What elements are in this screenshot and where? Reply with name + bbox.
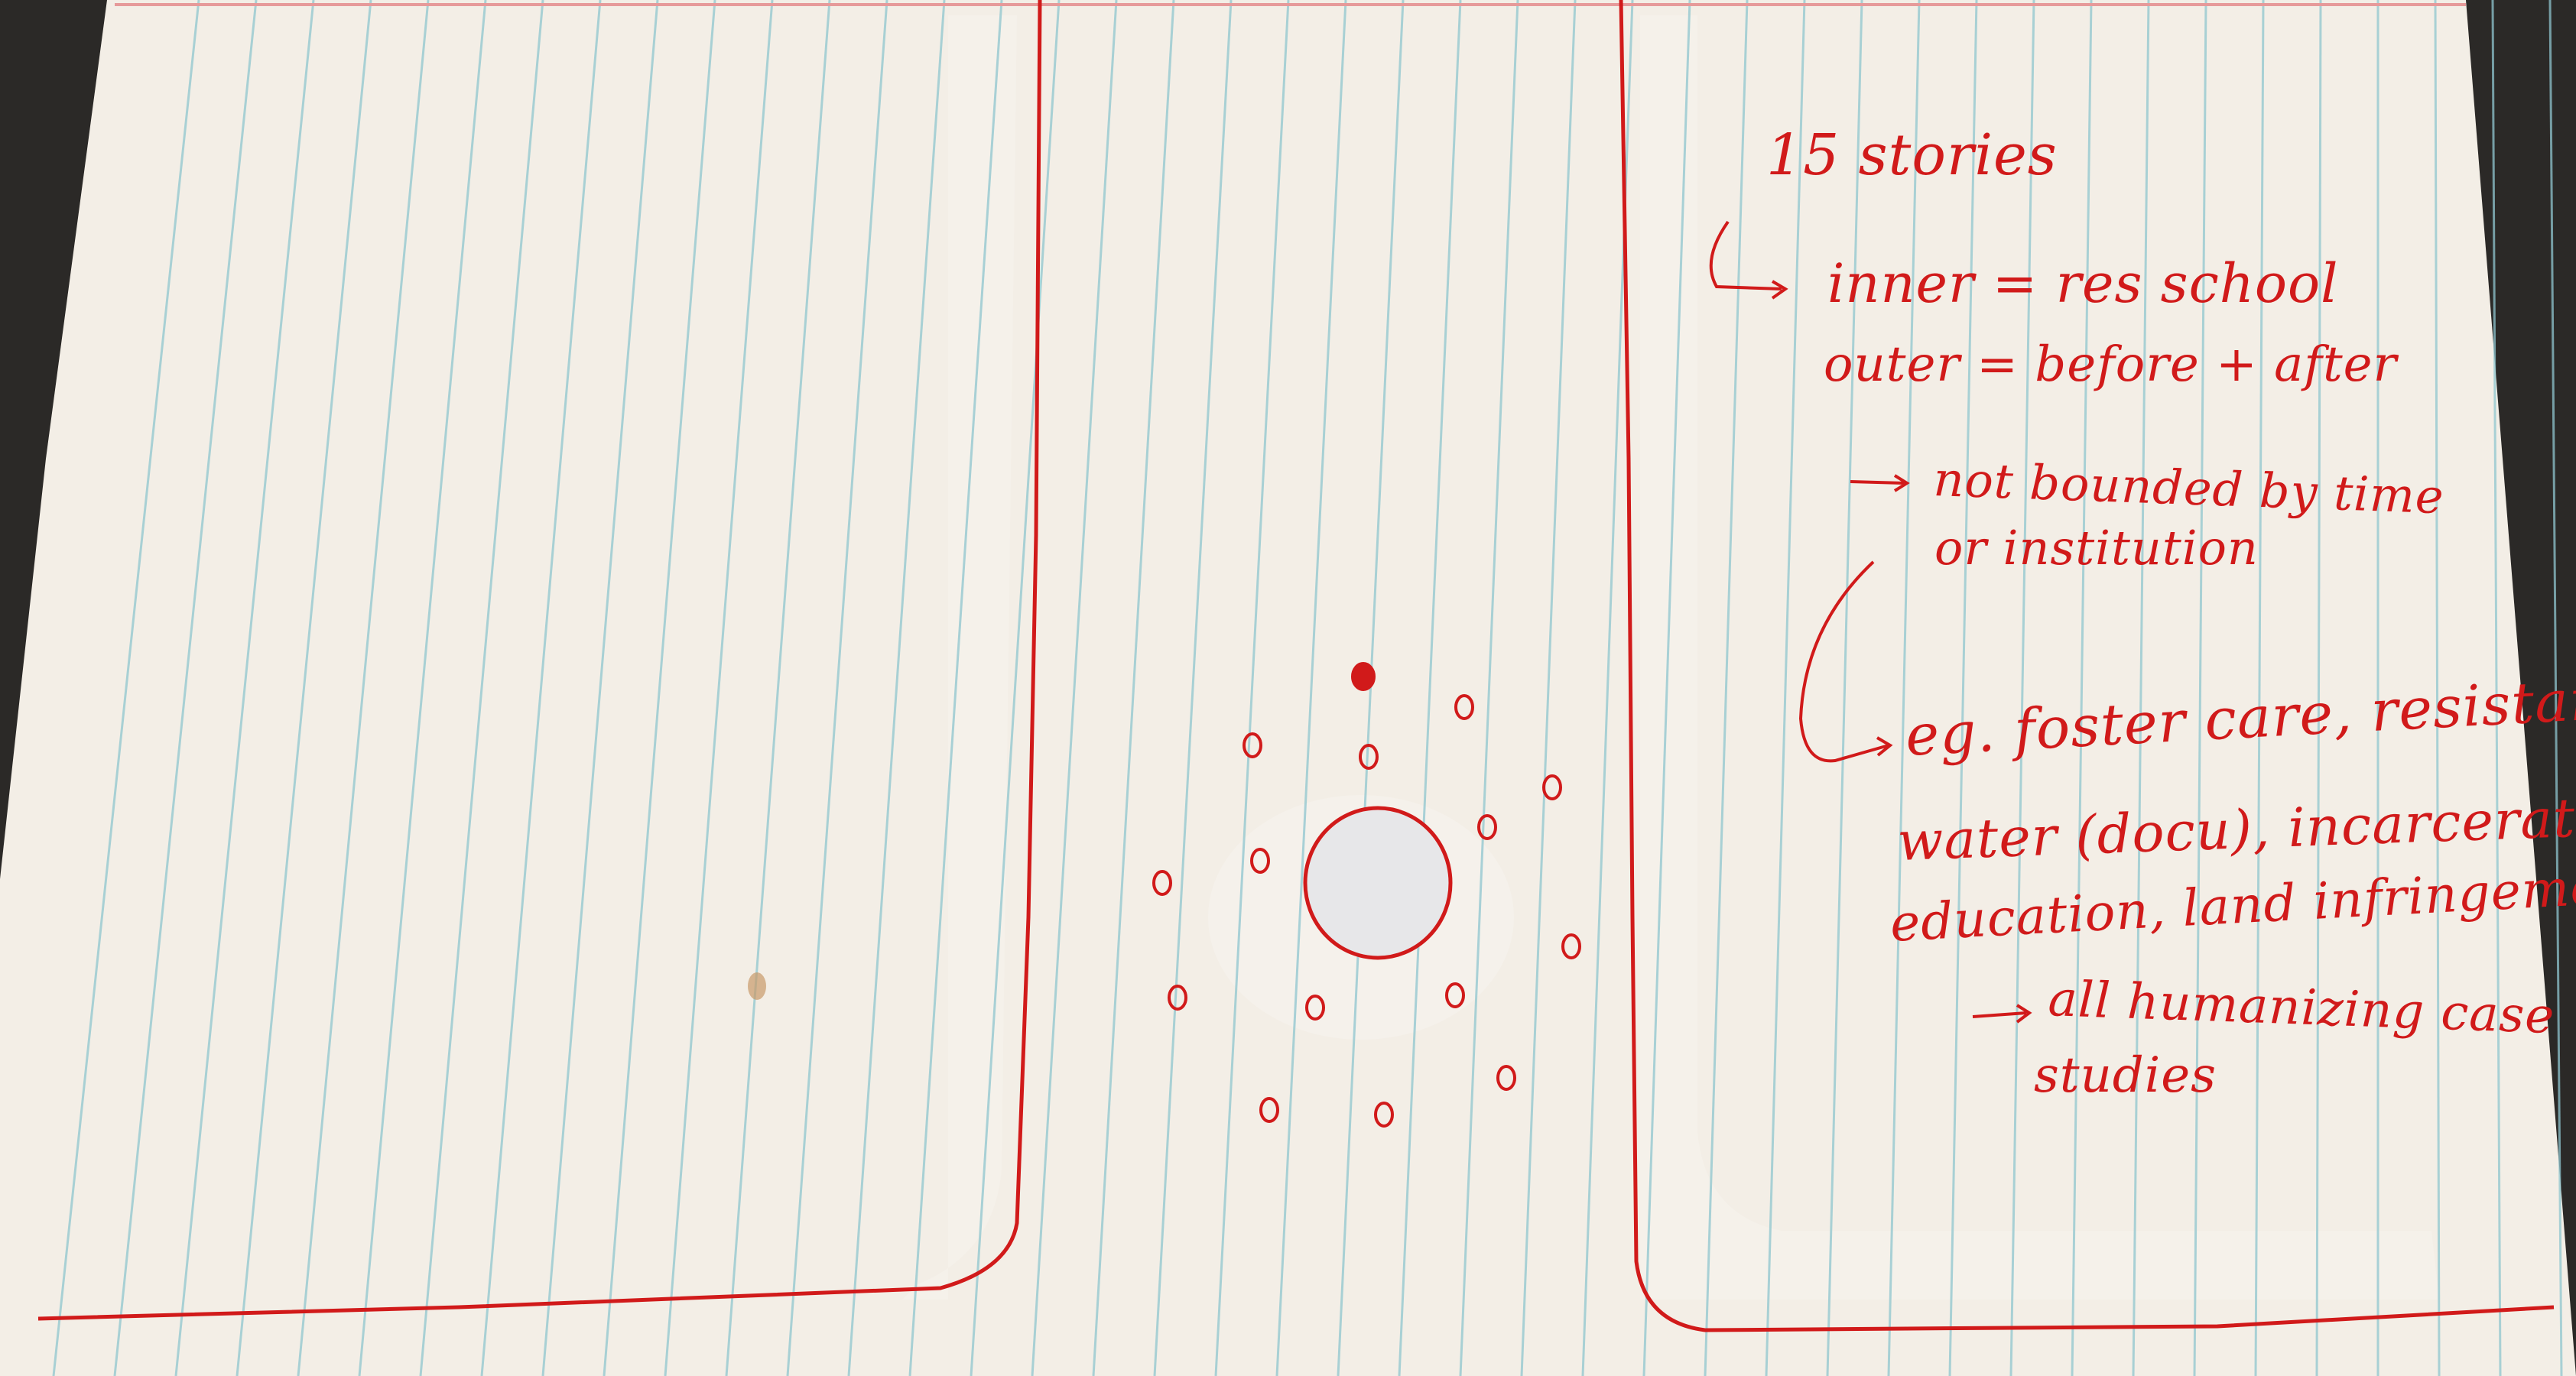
center-circle: [1303, 806, 1453, 960]
tape-overlay-left: [902, 15, 1017, 1300]
rule-line: [297, 0, 430, 1376]
rule-line: [113, 0, 258, 1376]
story-dot: [1259, 1097, 1279, 1123]
rule-line: [1275, 0, 1347, 1376]
rule-line: [419, 0, 544, 1376]
rule-line: [2193, 0, 2207, 1376]
story-dot: [1359, 744, 1379, 770]
story-dot: [1305, 995, 1325, 1021]
rule-line: [1642, 0, 1691, 1376]
rule-line: [847, 0, 946, 1376]
story-dot: [1561, 933, 1581, 959]
rule-line: [1826, 0, 1863, 1376]
rule-line: [1398, 0, 1462, 1376]
note-outer: outer = before + after: [1824, 336, 2398, 393]
rule-line: [2254, 0, 2265, 1376]
story-dot: [1454, 694, 1474, 720]
ruled-lines: [52, 0, 2563, 1376]
story-dot: [1542, 774, 1562, 800]
story-dot: [1168, 985, 1187, 1011]
rule-line: [786, 0, 888, 1376]
rule-line: [1765, 0, 1806, 1376]
rule-line: [1520, 0, 1577, 1376]
note-title: 15 stories: [1766, 122, 2058, 188]
rule-line: [1704, 0, 1749, 1376]
rule-line: [2009, 0, 2035, 1376]
story-dot: [1152, 870, 1172, 896]
rule-line: [908, 0, 1003, 1376]
rule-line: [358, 0, 487, 1376]
story-dot: [1477, 814, 1497, 840]
story-dot: [1243, 732, 1262, 758]
story-dots: [1152, 662, 1581, 1128]
rule-line: [480, 0, 602, 1376]
ink-border-left-panel: [37, 0, 1042, 1321]
story-dot: [1374, 1102, 1394, 1128]
rule-line: [1948, 0, 1978, 1376]
rule-line: [2315, 0, 2322, 1376]
paper-stain: [748, 972, 766, 1000]
arrow-not-bounded: [1850, 474, 1910, 492]
ink-border-right-panel: [1619, 0, 2555, 1332]
note-studies: studies: [2034, 1047, 2217, 1104]
bracket-arrow-eg: [1798, 560, 1893, 763]
rule-line: [52, 0, 200, 1376]
rule-line: [1031, 0, 1118, 1376]
story-circle-diagram: [1152, 662, 1581, 1128]
rule-line: [664, 0, 774, 1376]
story-dot: [1445, 982, 1465, 1008]
rule-line: [541, 0, 659, 1376]
rule-line: [1887, 0, 1921, 1376]
rule-line: [1153, 0, 1233, 1376]
story-dot: [1351, 662, 1376, 691]
rule-line: [1459, 0, 1519, 1376]
rule-line: [2071, 0, 2093, 1376]
bracket-arrow-title: [1709, 220, 1788, 300]
rule-line: [236, 0, 372, 1376]
story-dot: [1496, 1065, 1516, 1091]
note-inner: inner = res school: [1827, 252, 2339, 315]
rule-line: [970, 0, 1061, 1376]
rule-line: [603, 0, 716, 1376]
rule-line: [1092, 0, 1175, 1376]
arrow-all: [1972, 1004, 2032, 1024]
note-institution: or institution: [1934, 520, 2259, 576]
rule-line: [1214, 0, 1290, 1376]
rule-line: [2548, 0, 2563, 1376]
rule-line: [2434, 0, 2441, 1376]
story-dot: [1250, 848, 1270, 874]
rule-line: [174, 0, 315, 1376]
rule-line: [2132, 0, 2150, 1376]
rule-line: [725, 0, 831, 1376]
rule-line: [2491, 0, 2502, 1376]
